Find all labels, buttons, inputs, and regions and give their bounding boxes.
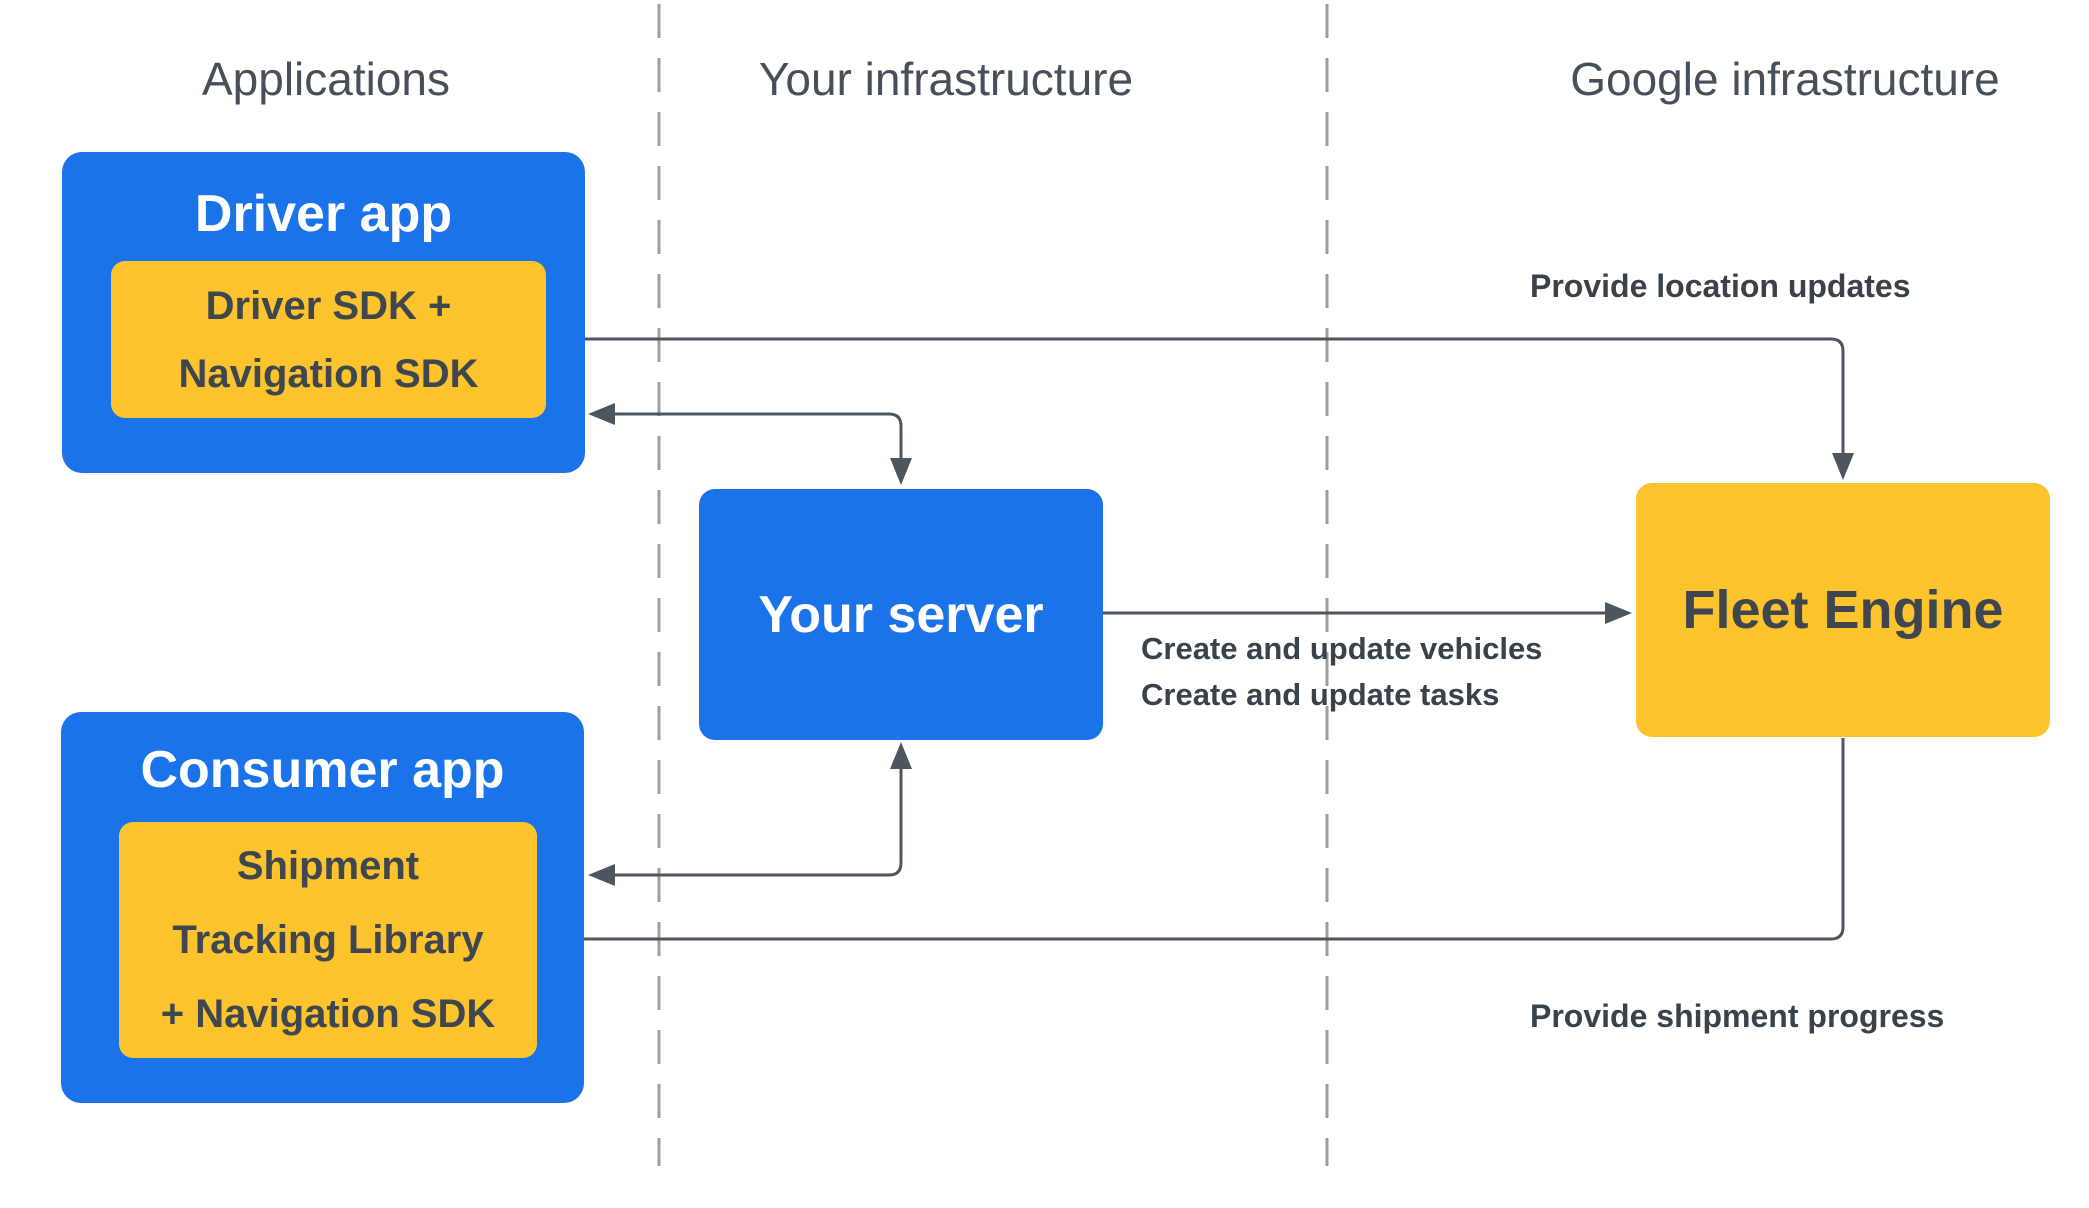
edge-label-create-update: Create and update vehicles Create and up… (1141, 626, 1542, 718)
edge-label-location-updates: Provide location updates (1530, 268, 1911, 304)
driver-sdk-node: Driver SDK + Navigation SDK (111, 261, 546, 418)
arrowhead-left-into-driver-app (588, 403, 615, 425)
your-server-title: Your server (758, 585, 1044, 644)
your-server-node: Your server (699, 489, 1103, 740)
arrowhead-down-into-your-server (890, 458, 912, 485)
shipment-tracking-node: Shipment Tracking Library + Navigation S… (119, 822, 537, 1058)
shipment-line-3: + Navigation SDK (160, 992, 496, 1036)
arrowhead-up-into-your-server (890, 742, 912, 769)
column-header-google-infrastructure: Google infrastructure (1570, 53, 2000, 105)
connector-consumer-server (588, 742, 912, 886)
driver-sdk-line-1: Driver SDK + (205, 283, 452, 328)
driver-app-title: Driver app (194, 185, 453, 243)
arrowhead-right-into-fleet-engine (1605, 602, 1632, 624)
fleet-engine-title: Fleet Engine (1682, 580, 2004, 640)
edge-label-create-vehicles: Create and update vehicles (1141, 631, 1543, 666)
fleet-engine-node: Fleet Engine (1636, 483, 2050, 737)
arrowhead-left-into-consumer-app (588, 864, 615, 886)
consumer-app-title: Consumer app (140, 741, 505, 799)
consumer-app-node: Consumer app Shipment Tracking Library +… (61, 712, 584, 1103)
column-header-your-infrastructure: Your infrastructure (758, 53, 1134, 105)
arrowhead-down-into-fleet-engine (1832, 453, 1854, 480)
connector-location-updates (549, 328, 1854, 480)
driver-sdk-line-2: Navigation SDK (178, 351, 479, 396)
edge-label-create-tasks: Create and update tasks (1141, 677, 1500, 712)
shipment-line-1: Shipment (236, 844, 420, 888)
connector-driver-server (588, 403, 912, 485)
column-header-applications: Applications (201, 53, 451, 105)
driver-app-node: Driver app Driver SDK + Navigation SDK (62, 152, 585, 473)
connector-shipment-progress (544, 738, 1845, 950)
edge-label-shipment-progress: Provide shipment progress (1530, 998, 1945, 1034)
connector-server-fleet-engine (1103, 602, 1632, 624)
shipment-line-2: Tracking Library (172, 918, 484, 962)
